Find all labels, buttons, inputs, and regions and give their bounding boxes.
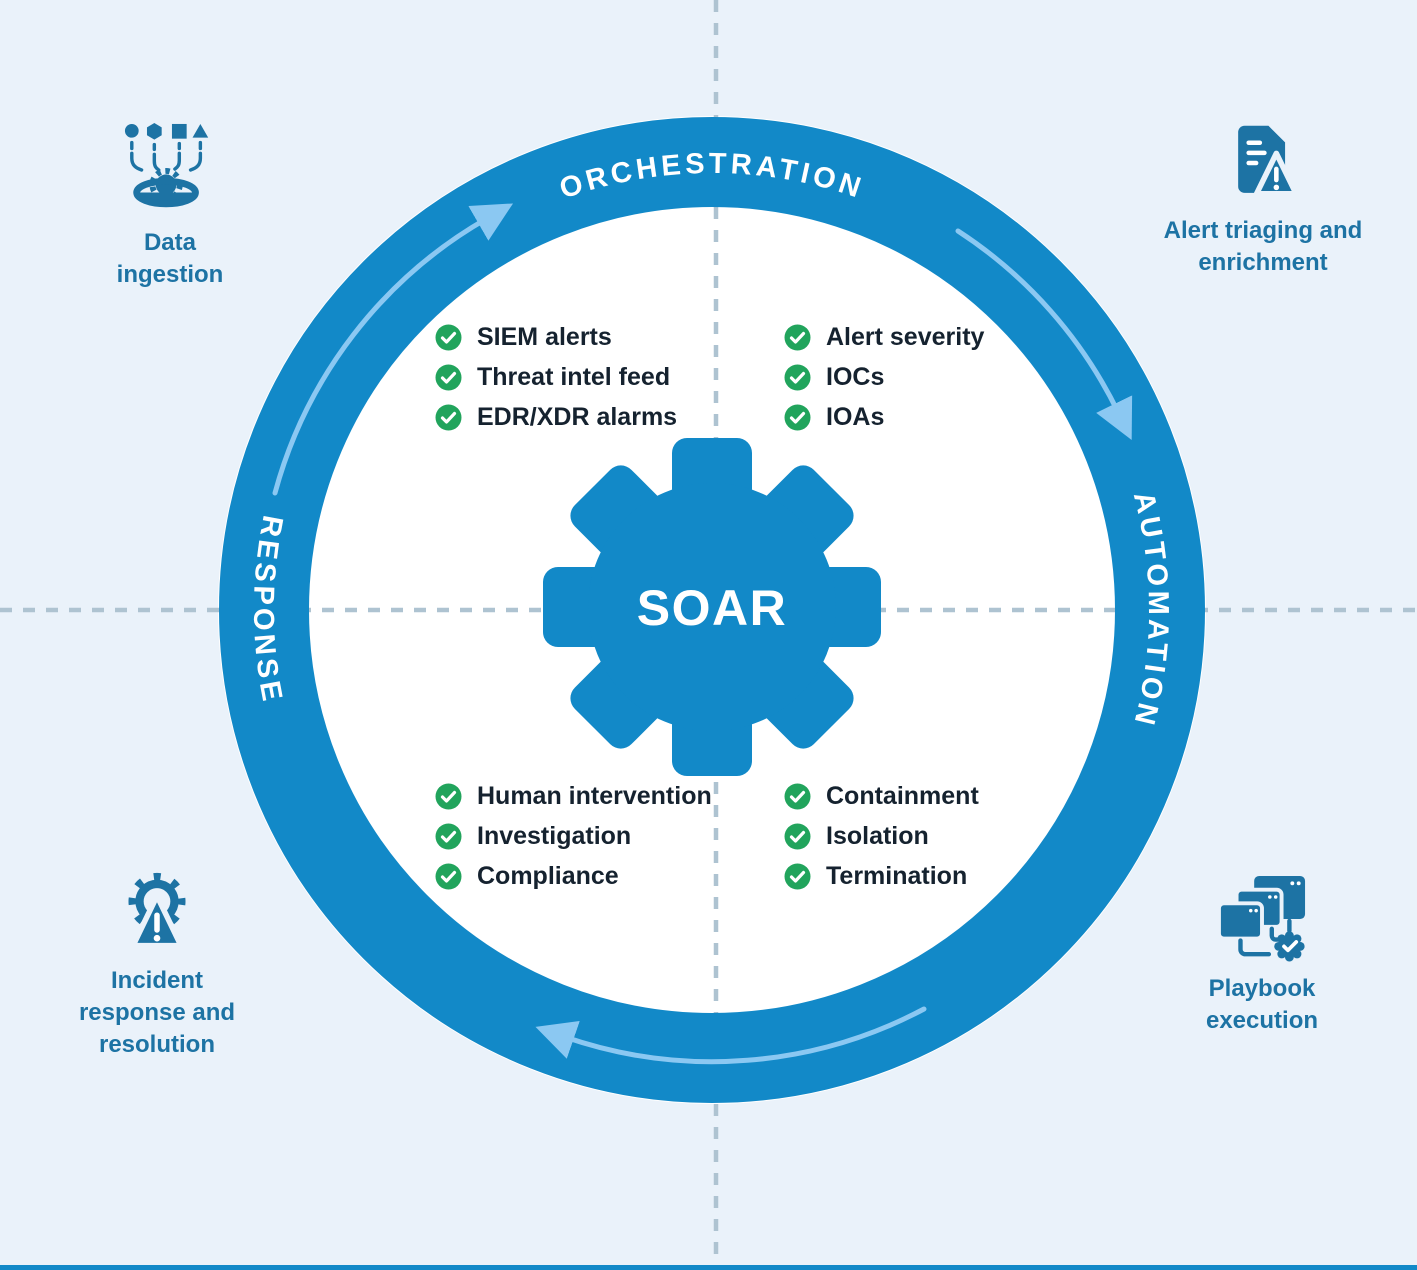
- list-item: Termination: [784, 856, 979, 896]
- cycle-ring: [219, 117, 1205, 1103]
- callout-caption: Playbook execution: [1206, 973, 1318, 1037]
- check-circle-icon: [784, 863, 811, 889]
- caption-line: execution: [1205, 1007, 1319, 1034]
- list-item: Investigation: [435, 816, 712, 856]
- list-item: IOAs: [784, 397, 984, 437]
- shape-circle: [124, 123, 139, 138]
- list-item: Containment: [784, 776, 979, 816]
- callout-playbook-execution: Playbook execution: [1140, 874, 1384, 1037]
- callout-caption: Alert triaging and enrichment: [1164, 215, 1363, 279]
- callout-alert-triaging: Alert triaging and enrichment: [1141, 120, 1385, 279]
- alert-document-icon: [1238, 125, 1299, 197]
- list-item: Threat intel feed: [435, 357, 677, 397]
- caption-line: enrichment: [1198, 249, 1328, 276]
- check-circle-icon: [435, 823, 462, 849]
- verified-badge-icon: [1274, 931, 1305, 962]
- response-action-list: Human intervention Investigation Complia…: [435, 776, 712, 896]
- list-item-label: Human intervention: [477, 781, 712, 810]
- list-item-label: Alert severity: [826, 322, 985, 351]
- soar-label: SOAR: [637, 580, 787, 636]
- check-circle-icon: [784, 324, 811, 350]
- caption-line: resolution: [98, 1031, 215, 1058]
- check-circle-icon: [435, 364, 462, 390]
- cycle-arrow-bottom: [535, 1006, 927, 1065]
- ingest-bowl-gear: [133, 168, 199, 208]
- check-circle-icon: [784, 783, 811, 809]
- caption-line: ingestion: [116, 261, 224, 288]
- cascading-windows: [1217, 875, 1306, 941]
- check-circle-icon: [435, 404, 462, 430]
- check-circle-icon: [435, 783, 462, 809]
- shape-square: [171, 123, 187, 139]
- orchestration-input-list: SIEM alerts Threat intel feed EDR/XDR al…: [435, 317, 677, 437]
- check-circle-icon: [784, 823, 811, 849]
- list-item-label: Termination: [826, 861, 968, 890]
- check-circle-icon: [435, 863, 462, 889]
- incident-alert-gear-icon: [128, 872, 186, 949]
- callout-caption: Incident response and resolution: [79, 965, 235, 1061]
- exclamation-mark: [153, 912, 161, 942]
- cycle-arrow-top-left: [272, 203, 514, 496]
- list-item-label: Isolation: [826, 821, 929, 850]
- playbook-windows-icon: [1217, 875, 1306, 962]
- bottom-border-strip: [0, 1265, 1417, 1270]
- document-text-lines: [1246, 140, 1267, 166]
- cycle-arrow-right: [955, 228, 1133, 441]
- list-item-label: SIEM alerts: [477, 322, 612, 351]
- list-item-label: Compliance: [477, 861, 619, 890]
- caption-line: Data: [143, 229, 196, 256]
- callout-incident-response: Incident response and resolution: [35, 868, 279, 1061]
- caption-line: Playbook: [1208, 975, 1316, 1002]
- data-ingestion-icon: [124, 122, 209, 208]
- shape-hexagon: [146, 122, 162, 140]
- automation-signal-list: Alert severity IOCs IOAs: [784, 317, 984, 437]
- containment-action-list: Containment Isolation Termination: [784, 776, 979, 896]
- list-item-label: IOAs: [826, 402, 885, 431]
- caption-line: response and: [78, 999, 236, 1026]
- list-item: EDR/XDR alarms: [435, 397, 677, 437]
- ring-label-response: RESPONSE: [247, 513, 289, 707]
- check-circle-icon: [784, 364, 811, 390]
- callout-data-ingestion: Data ingestion: [48, 122, 292, 291]
- list-item: Compliance: [435, 856, 712, 896]
- list-item-label: Containment: [826, 781, 979, 810]
- list-item: SIEM alerts: [435, 317, 677, 357]
- list-item: IOCs: [784, 357, 984, 397]
- document-fold: [1268, 125, 1286, 143]
- list-item: Human intervention: [435, 776, 712, 816]
- shape-triangle: [192, 123, 209, 138]
- caption-line: Alert triaging and: [1163, 217, 1363, 244]
- list-item: Alert severity: [784, 317, 984, 357]
- flow-connector-lines: [1238, 918, 1292, 957]
- callout-caption: Data ingestion: [117, 227, 224, 291]
- check-circle-icon: [435, 324, 462, 350]
- list-item-label: Threat intel feed: [477, 362, 671, 391]
- ingest-connector-lines: [130, 140, 203, 172]
- check-circle-icon: [784, 404, 811, 430]
- list-item-label: Investigation: [477, 821, 632, 850]
- list-item: Isolation: [784, 816, 979, 856]
- exclamation-mark: [1273, 166, 1280, 191]
- gear-icon: [543, 438, 881, 776]
- caption-line: Incident: [110, 967, 203, 994]
- list-item-label: EDR/XDR alarms: [477, 402, 678, 431]
- list-item-label: IOCs: [826, 362, 885, 391]
